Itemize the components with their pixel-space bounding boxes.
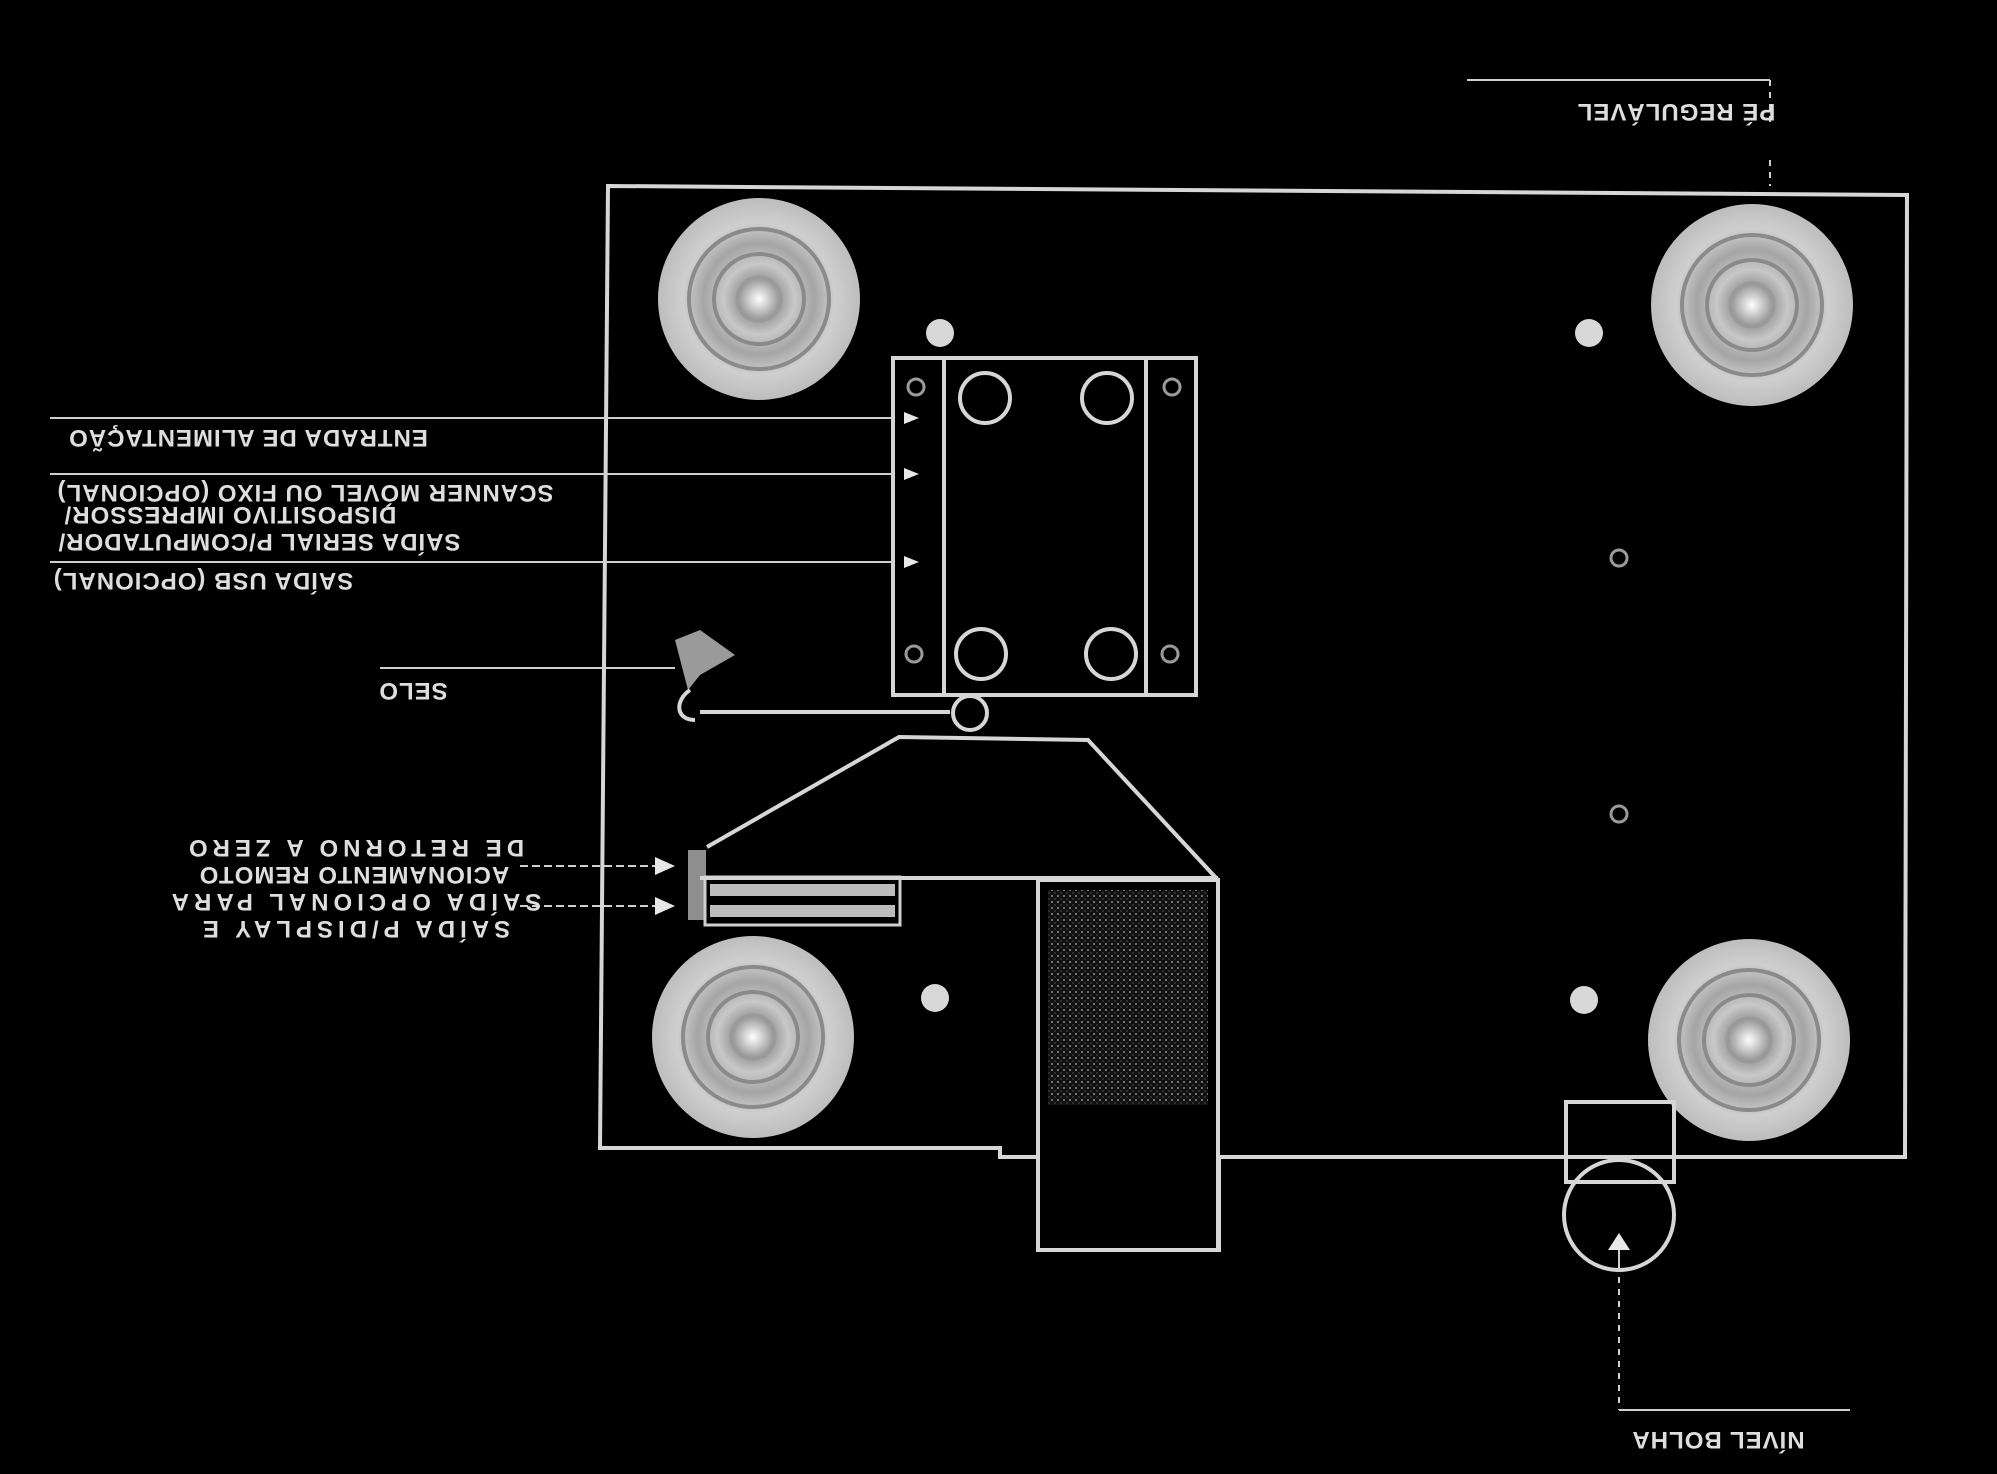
- label-saida-usb: SAÍDA USB (OPCIONAL): [53, 567, 353, 595]
- label-nivel-bolha: NÍVEL BOLHA: [1631, 1426, 1804, 1454]
- mounting-hole: [1575, 319, 1603, 347]
- label-scanner: SCANNER MÓVEL OU FIXO (OPCIONAL): [57, 479, 554, 507]
- callout-lines: [50, 79, 1850, 1411]
- bubble-level-icon: [1562, 1100, 1676, 1272]
- adjustable-foot-top-right: [1651, 204, 1853, 406]
- adjustable-foot-bottom-right: [1648, 939, 1850, 1141]
- screw-icon: [1160, 644, 1180, 664]
- label-acionamento-remoto: ACIONAMENTO REMOTO: [199, 861, 509, 888]
- cable-channel-texture: [1048, 890, 1208, 1105]
- mounting-hole: [921, 984, 949, 1012]
- display-output-connector: [688, 850, 1218, 927]
- seal-icon: [675, 630, 989, 732]
- label-entrada-alimentacao: ENTRADA DE ALIMENTAÇÃO: [68, 424, 428, 452]
- adjustable-foot-top-left: [658, 198, 860, 400]
- adjustable-foot-bottom-left: [652, 936, 854, 1138]
- label-retorno-zero: DE RETORNO A ZERO: [184, 834, 524, 861]
- mounting-hole: [1570, 986, 1598, 1014]
- label-pe-regulavel: PÉ REGULÁVEL: [1577, 98, 1776, 126]
- screw-icon: [904, 644, 924, 664]
- screw-icon: [906, 377, 926, 397]
- label-saida-serial: SAÍDA SERIAL P/COMPUTADOR/: [58, 528, 461, 556]
- label-selo: SELO: [378, 677, 447, 704]
- screw-icon: [1609, 804, 1629, 824]
- arrow-icon: [904, 556, 919, 568]
- connector-panel: [891, 356, 1198, 697]
- label-dispositivo-impressor: DISPOSITIVO IMPRESSOR/: [64, 501, 397, 528]
- arrow-icon: [655, 857, 675, 875]
- screw-icon: [1609, 548, 1629, 568]
- label-saida-opcional: SAÍDA OPCIONAL PARA: [167, 888, 542, 916]
- labels: PÉ REGULÁVEL ENTRADA DE ALIMENTAÇÃO SCAN…: [53, 98, 1805, 1454]
- arrow-icon: [904, 412, 919, 424]
- mounting-hole: [926, 319, 954, 347]
- arrow-icon: [655, 897, 675, 915]
- cable-housing: [706, 734, 1220, 882]
- screw-icon: [1162, 377, 1182, 397]
- arrow-icon: [904, 468, 919, 480]
- label-saida-display: SAÍDA P/DISPLAY E: [198, 915, 510, 943]
